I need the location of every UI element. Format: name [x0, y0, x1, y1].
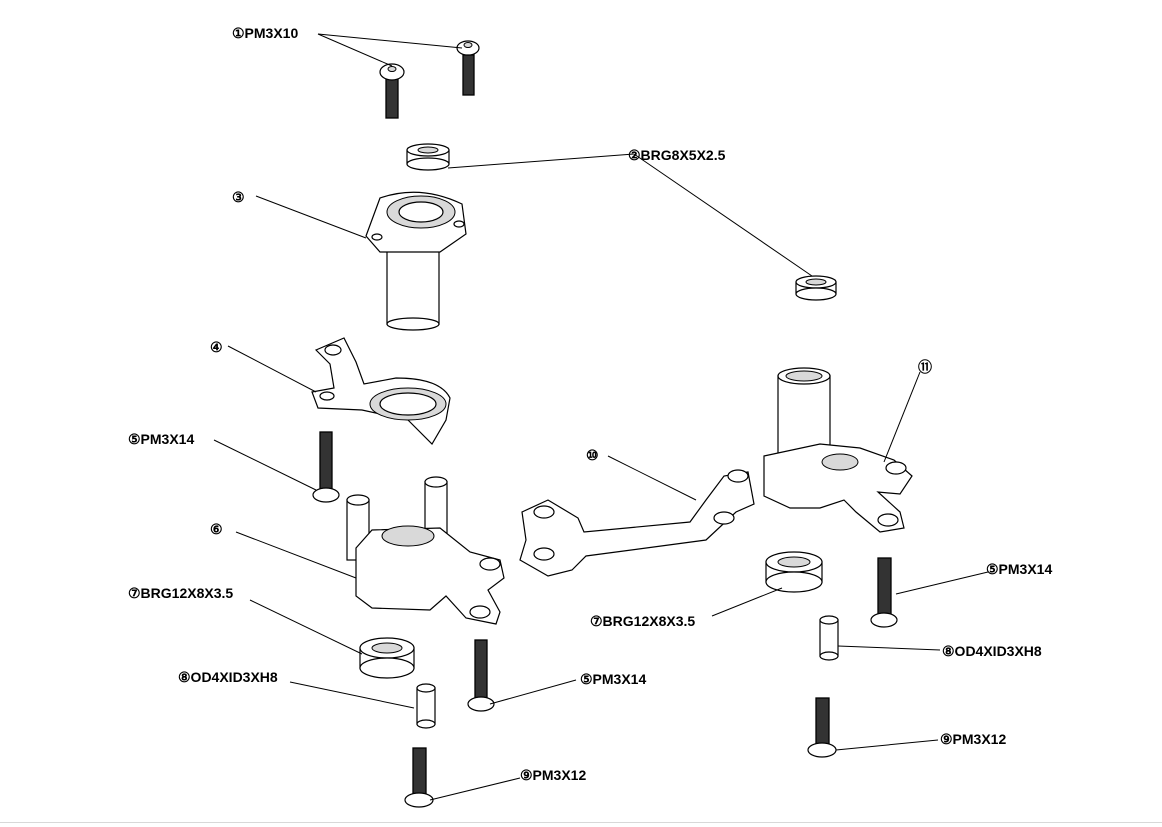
drag-link — [519, 469, 755, 577]
callout-7a: ⑦BRG12X8X3.5 — [128, 585, 233, 601]
screw-pm3x14-right — [870, 557, 898, 628]
spacer-od4-right — [819, 615, 839, 661]
callout-5b: ⑤PM3X14 — [580, 671, 646, 687]
spacer-od4-left — [416, 683, 436, 729]
callout-10: ⑩ — [586, 447, 599, 463]
screw-pm3x14-left — [312, 431, 340, 503]
screw-pm3x10-left — [379, 63, 405, 119]
main-bellcrank-body — [346, 476, 505, 625]
bearing-12x8x3.5-right — [765, 551, 823, 593]
callout-5c: ⑤PM3X14 — [986, 561, 1052, 577]
screw-pm3x12-left — [404, 747, 434, 808]
callout-5a: ⑤PM3X14 — [128, 431, 194, 447]
bottom-divider — [0, 822, 1162, 823]
screw-pm3x12-right — [807, 697, 837, 758]
bearing-8x5x2.5-right — [795, 275, 837, 301]
screw-pm3x14-center — [467, 639, 495, 712]
callout-6: ⑥ — [210, 521, 223, 537]
callout-2: ②BRG8X5X2.5 — [628, 147, 726, 163]
top-post-housing — [365, 191, 467, 331]
leader-lines — [213, 33, 989, 801]
callout-11: ⑪ — [918, 359, 932, 375]
callout-9a: ⑨PM3X12 — [520, 767, 586, 783]
callout-3: ③ — [232, 189, 245, 205]
callout-8a: ⑧OD4XID3XH8 — [178, 669, 278, 685]
right-bellcrank — [763, 367, 913, 533]
upper-steering-arm — [311, 337, 451, 445]
callout-1: ①PM3X10 — [232, 25, 298, 41]
callout-4: ④ — [210, 339, 223, 355]
callout-8b: ⑧OD4XID3XH8 — [942, 643, 1042, 659]
bearing-12x8x3.5-left — [359, 637, 415, 679]
callout-7b: ⑦BRG12X8X3.5 — [590, 613, 695, 629]
screw-pm3x10-right — [456, 40, 480, 96]
callout-9b: ⑨PM3X12 — [940, 731, 1006, 747]
bearing-8x5x2.5-left — [406, 143, 450, 171]
